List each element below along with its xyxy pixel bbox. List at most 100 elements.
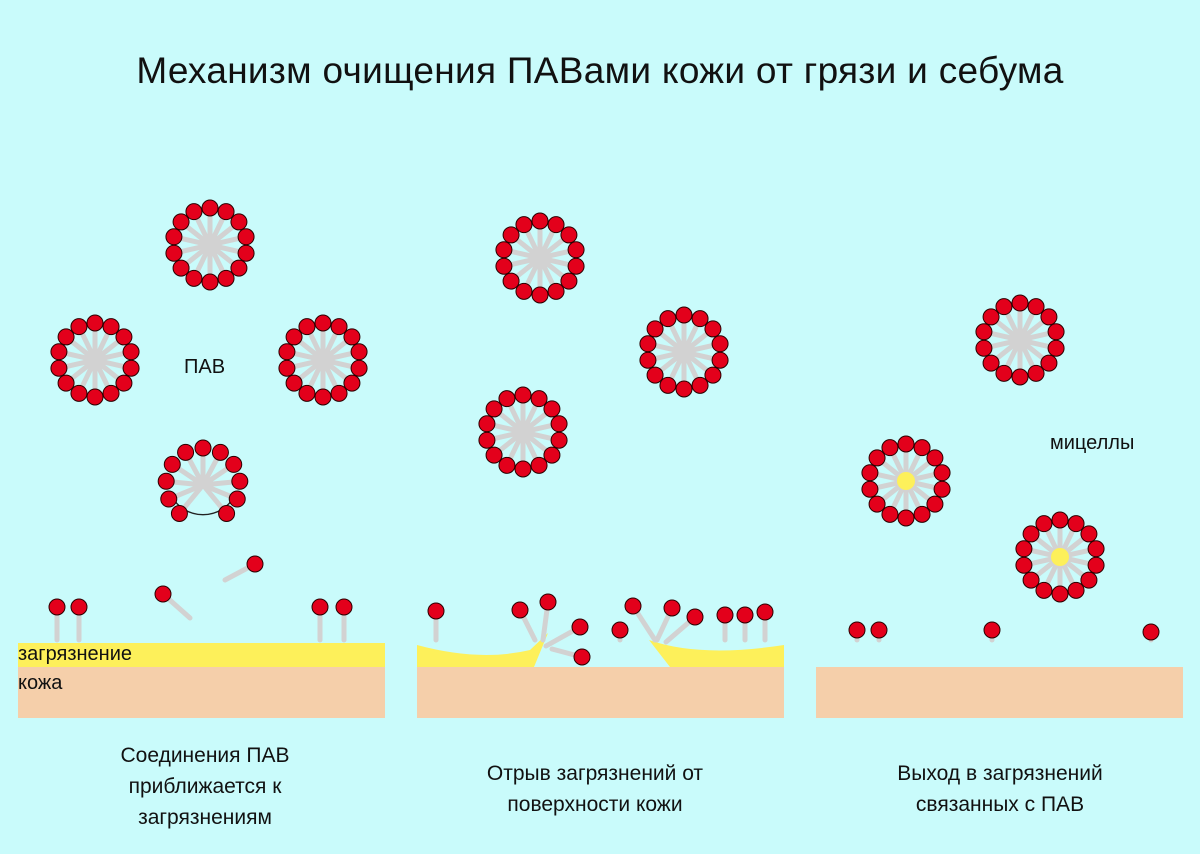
surfactant-tail <box>668 323 686 353</box>
surfactant-head <box>933 464 951 482</box>
surfactant-tail <box>194 216 212 246</box>
surfactant-head <box>611 621 629 639</box>
surfactant-tail <box>653 343 685 355</box>
surfactant-tail <box>184 243 211 266</box>
surfactant-tail <box>514 237 541 260</box>
surfactant-molecule <box>663 608 704 645</box>
micelle <box>50 314 140 406</box>
surfactant-head <box>217 269 235 287</box>
surfactant-tail <box>292 351 324 363</box>
surfactant-tail <box>497 411 524 434</box>
surfactant-tail <box>321 359 339 389</box>
surfactant-tail <box>514 256 541 279</box>
surfactant-head <box>1047 339 1065 357</box>
surfactant-tail <box>322 358 349 381</box>
surfactant-tail <box>653 349 685 361</box>
skin-label: кожа <box>18 672 63 694</box>
surfactant-head <box>427 602 445 620</box>
surfactant-tail <box>880 460 903 479</box>
surfactant-tail <box>1063 536 1086 555</box>
surfactant-head <box>343 374 361 392</box>
surfactant-tail <box>658 331 685 354</box>
surfactant-tail <box>524 257 542 287</box>
surfactant-head <box>711 335 729 353</box>
surfactant-tail <box>507 403 525 433</box>
surfactant-head <box>231 472 249 490</box>
surfactant-tail <box>989 331 1021 343</box>
surfactant-head <box>1035 515 1053 533</box>
surfactant-molecule <box>611 621 629 643</box>
caption-stage-3: Выход в загрязнений связанных с ПАВ <box>897 762 1103 816</box>
surfactant-head <box>861 464 879 482</box>
surfactant-head <box>201 199 219 217</box>
surfactant-tail <box>1044 561 1060 586</box>
surfactant-head <box>57 374 75 392</box>
surfactant-tail <box>202 483 233 499</box>
surfactant-head <box>1022 571 1040 589</box>
surfactant-tail <box>507 431 525 461</box>
surfactant-head <box>1087 556 1105 574</box>
surfactant-head <box>350 359 368 377</box>
surfactant-head <box>1022 525 1040 543</box>
surfactant-head <box>646 366 664 384</box>
surfactant-tail <box>1065 556 1091 566</box>
micelles-label: мицеллы <box>1050 432 1135 454</box>
surfactant-head <box>716 606 734 624</box>
surfactant-head <box>704 366 722 384</box>
surfactant-head <box>154 585 172 603</box>
surfactant-head <box>217 203 235 221</box>
surfactant-head <box>659 310 677 328</box>
surfactant-tail <box>658 350 685 373</box>
surfactant-head <box>165 244 183 262</box>
surfactant-tail <box>683 343 715 355</box>
surfactant-head <box>639 335 657 353</box>
surfactant-molecule <box>154 585 193 621</box>
surfactant-molecule <box>654 599 681 643</box>
surfactant-tail <box>201 456 220 486</box>
surfactant-tail <box>890 452 906 477</box>
surfactant-head <box>330 318 348 336</box>
surfactant-tail <box>1034 559 1057 578</box>
surfactant-tail <box>989 337 1021 349</box>
diagram-title: Механизм очищения ПАВами кожи от грязи и… <box>136 50 1064 91</box>
surfactant-tail <box>1065 548 1091 558</box>
surfactant-tail <box>1019 331 1051 343</box>
surfactant-head <box>86 388 104 406</box>
dirt-layer <box>18 643 385 667</box>
surfactant-head <box>194 439 212 457</box>
surfactant-tail <box>202 466 230 487</box>
surfactant-tail <box>524 229 542 259</box>
surfactant-head <box>115 374 133 392</box>
surfactant-head <box>624 597 642 615</box>
surfactant-tail <box>307 359 325 389</box>
surfactant-head <box>571 618 589 636</box>
dirt-detaching-right <box>649 640 784 667</box>
surfactant-tail <box>890 485 906 510</box>
surfactant-tail <box>880 483 903 502</box>
surfactant-tail <box>509 255 541 267</box>
surfactant-tail <box>683 331 710 354</box>
surfactant-head <box>228 490 246 508</box>
surfactant-head <box>50 359 68 377</box>
surfactant-tail <box>176 466 204 487</box>
surfactant-tail <box>208 244 226 274</box>
surfactant-head <box>1087 540 1105 558</box>
surfactant-head <box>567 257 585 275</box>
surfactant-molecules <box>48 199 1160 666</box>
surfactant-molecule <box>983 621 1001 643</box>
surfactant-head <box>646 320 664 338</box>
surfactant-head <box>550 431 568 449</box>
micelle <box>1015 511 1105 603</box>
surfactant-head <box>514 386 532 404</box>
surfactant-head <box>511 601 529 619</box>
micelle <box>975 294 1065 386</box>
surfactant-head <box>298 318 316 336</box>
surfactant-molecule <box>335 598 353 643</box>
surfactant-tail <box>1018 339 1036 369</box>
surfactant-tail <box>69 358 96 381</box>
surfactant-tail <box>521 403 539 433</box>
skin-layer <box>417 667 784 718</box>
surfactant-molecule <box>549 646 591 666</box>
surfactant-tail <box>173 483 204 499</box>
surfactant-molecule <box>539 593 557 643</box>
